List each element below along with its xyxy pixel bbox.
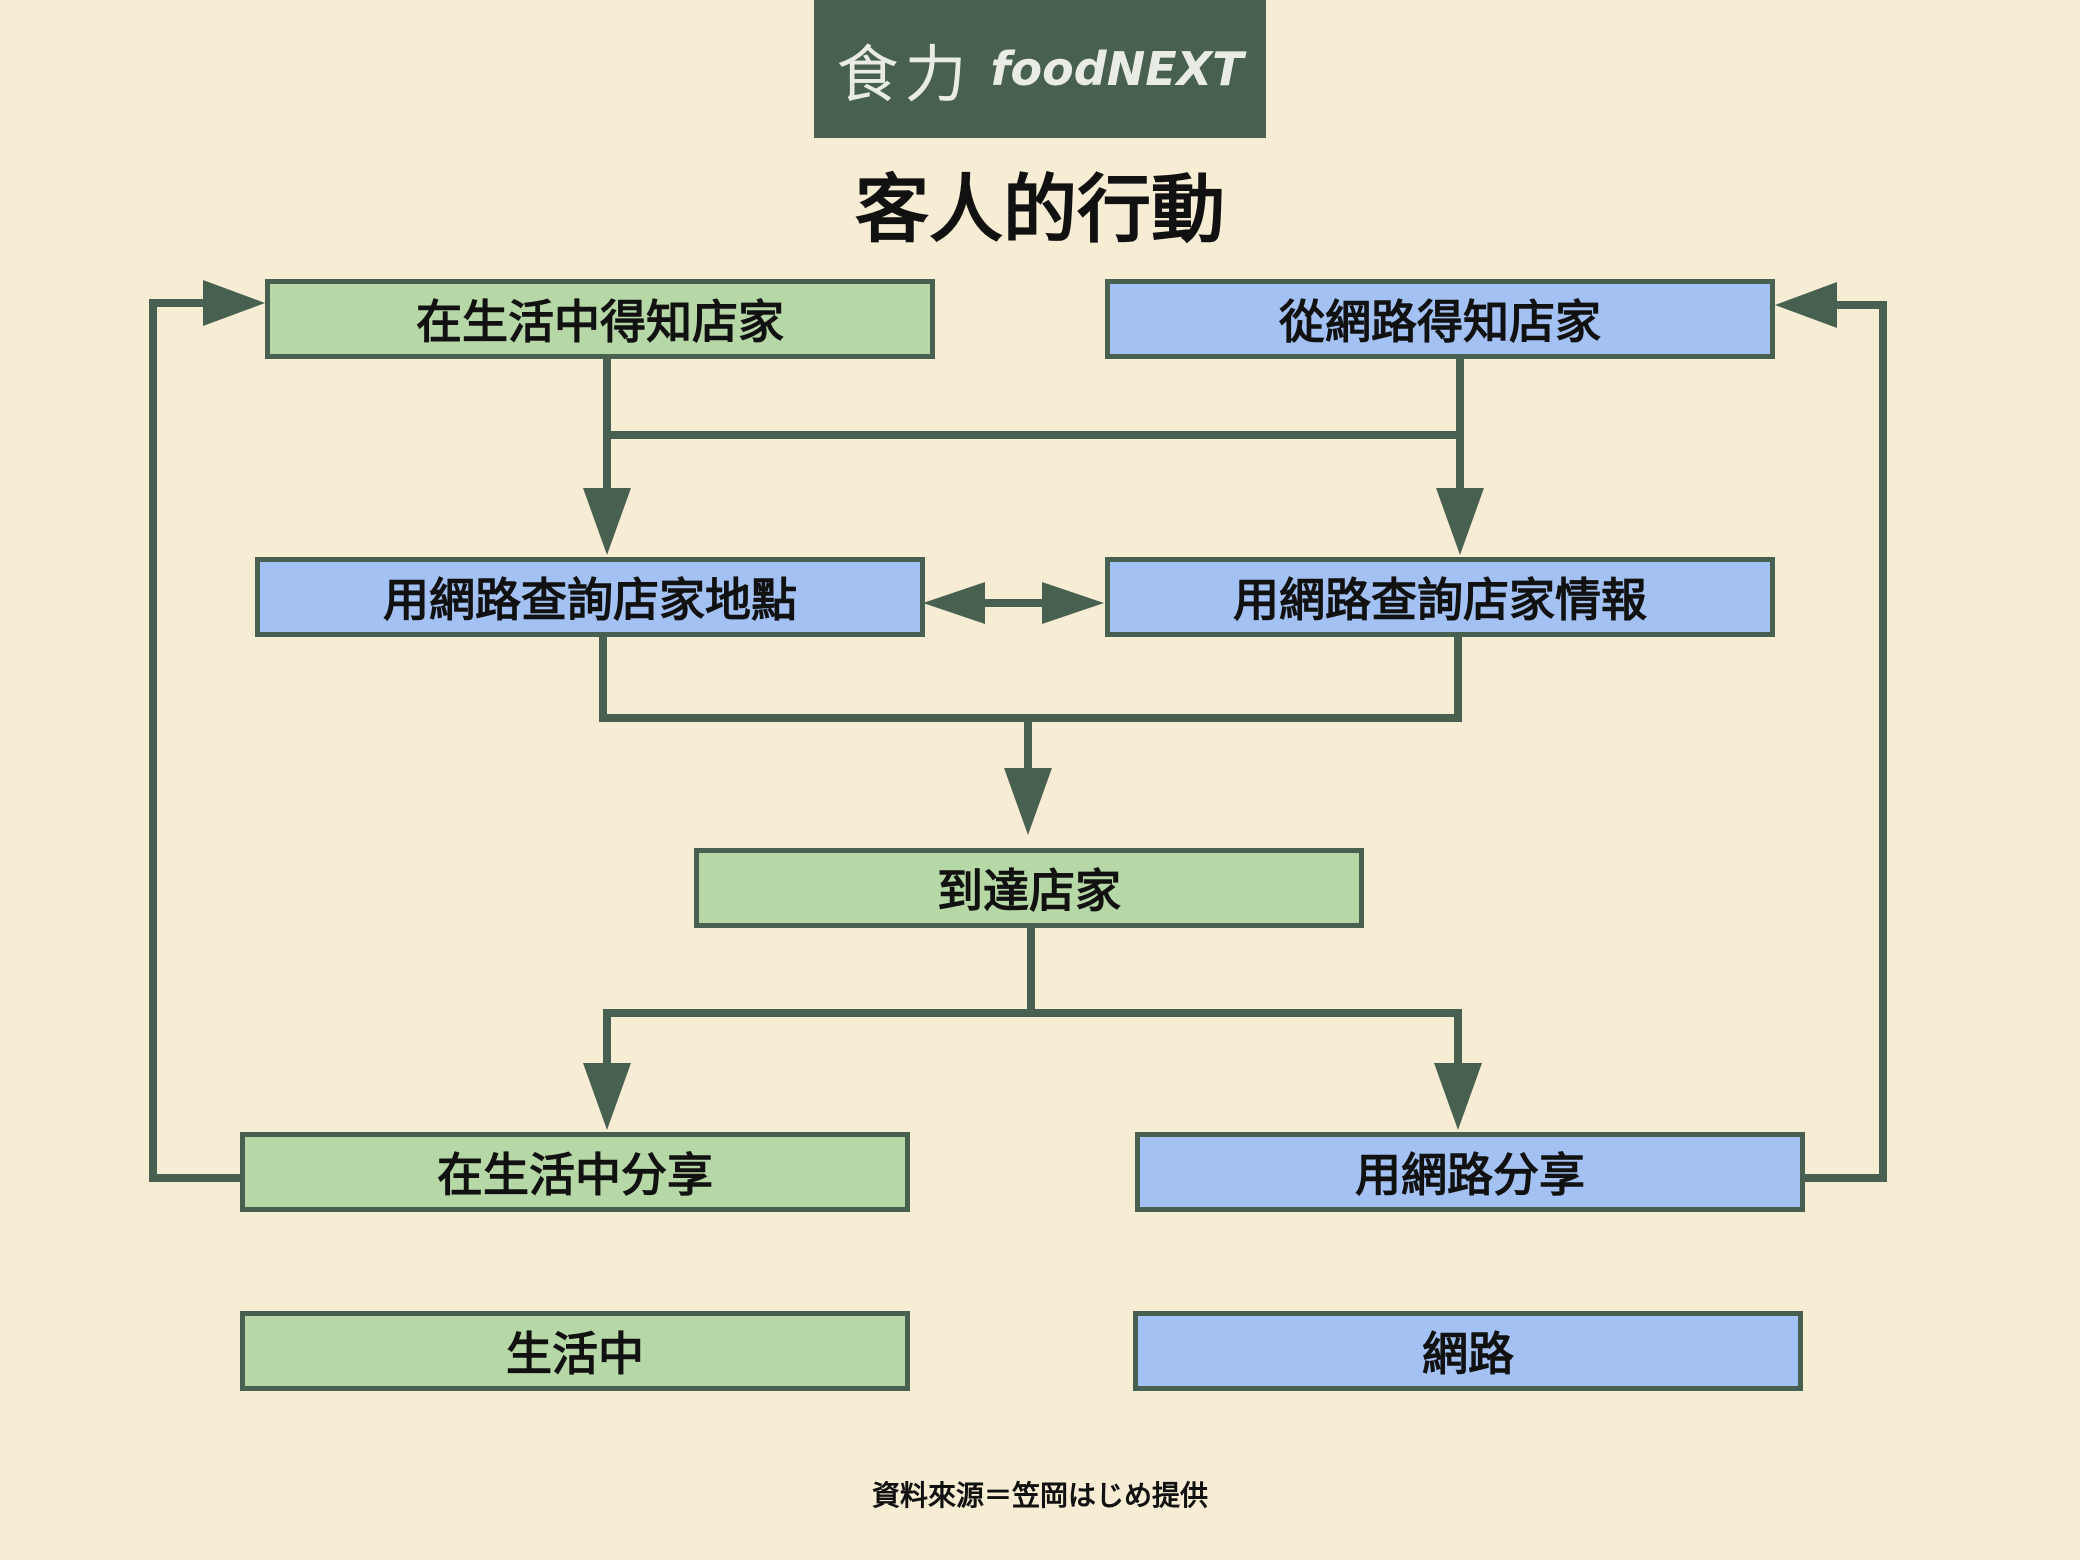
logo-english-text: foodNEXT (990, 42, 1244, 96)
legend-web-label: 網路 (1422, 1327, 1514, 1381)
legend-life-label: 生活中 (506, 1327, 644, 1381)
arrowhead-to-life-share (583, 1063, 631, 1130)
logo-chinese-text: 食力 (836, 38, 973, 111)
node-life-discover-label: 在生活中得知店家 (416, 295, 784, 349)
arrowhead-bidirectional-right (1042, 582, 1104, 624)
arrowhead-to-arrive (1004, 768, 1052, 835)
node-web-share: 用網路分享 (1135, 1132, 1805, 1212)
node-arrive-label: 到達店家 (937, 864, 1121, 918)
arrowhead-to-location (583, 488, 631, 555)
node-web-location-label: 用網路查詢店家地點 (383, 573, 797, 627)
node-web-info: 用網路查詢店家情報 (1105, 557, 1775, 637)
node-life-share: 在生活中分享 (240, 1132, 910, 1212)
legend-life: 生活中 (240, 1311, 910, 1391)
node-web-discover-label: 從網路得知店家 (1279, 295, 1601, 349)
node-arrive: 到達店家 (694, 848, 1364, 928)
node-life-share-label: 在生活中分享 (437, 1148, 713, 1202)
node-web-location: 用網路查詢店家地點 (255, 557, 925, 637)
arrowhead-web-loop (1775, 282, 1837, 328)
diagram-title: 客人的行動 (855, 167, 1225, 253)
source-credit: 資料來源＝笠岡はじめ提供 (871, 1479, 1208, 1512)
node-web-info-label: 用網路查詢店家情報 (1233, 573, 1647, 627)
node-web-share-label: 用網路分享 (1355, 1148, 1585, 1202)
legend-web: 網路 (1133, 1311, 1803, 1391)
node-web-discover: 從網路得知店家 (1105, 279, 1775, 359)
node-life-discover: 在生活中得知店家 (265, 279, 935, 359)
arrowhead-to-web-share (1434, 1063, 1482, 1130)
arrowhead-bidirectional-left (923, 582, 985, 624)
foodnext-logo: 食力 foodNEXT (814, 0, 1266, 138)
arrowhead-to-info (1436, 488, 1484, 555)
arrowhead-life-loop (203, 280, 265, 326)
